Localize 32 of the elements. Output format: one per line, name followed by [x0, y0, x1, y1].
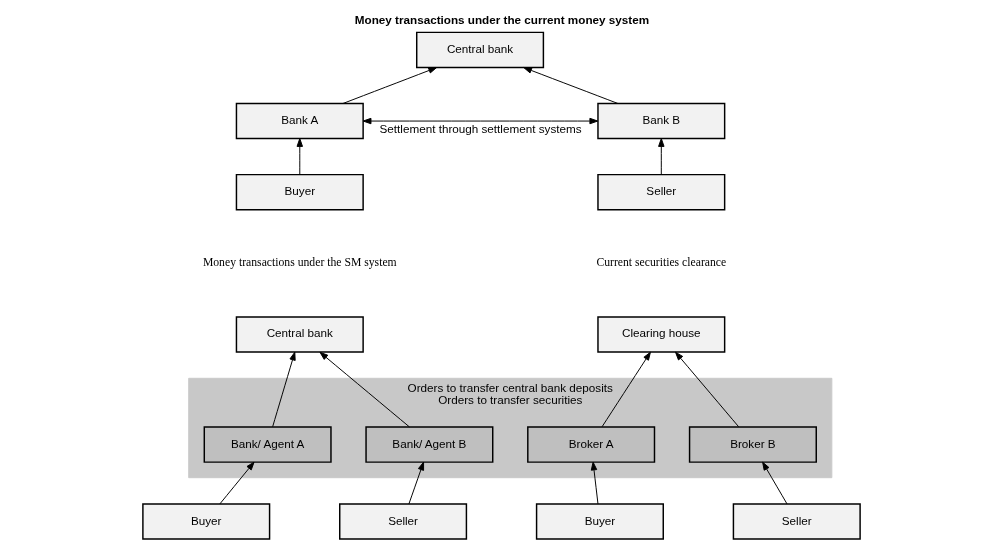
- node-box: Broker A: [527, 426, 656, 463]
- node-box: Bank/ Agent A: [203, 426, 332, 463]
- node-box: Broker B: [688, 426, 817, 463]
- node-box: Buyer: [535, 503, 664, 540]
- node-box: Central bank: [416, 31, 545, 69]
- arrow: [762, 461, 788, 505]
- arrow: [296, 138, 303, 175]
- edge-label: Settlement through settlement systems: [379, 122, 582, 136]
- node-box: Clearing house: [597, 316, 726, 353]
- arrow: [408, 461, 425, 505]
- diagram-title: Money transactions under the current money system: [354, 13, 650, 27]
- node-box: Seller: [339, 503, 468, 540]
- label: Current securities clearance: [596, 256, 727, 270]
- label: Money transactions under the SM system: [202, 256, 397, 270]
- node-box: Buyer: [235, 173, 364, 211]
- arrow: [675, 351, 740, 428]
- node-box: Bank/ Agent B: [365, 426, 494, 463]
- arrow: [362, 117, 599, 125]
- node-box: Bank A: [235, 102, 364, 140]
- arrow: [319, 351, 410, 428]
- node-box: Bank B: [597, 102, 726, 140]
- node-box: Seller: [732, 503, 861, 540]
- arrow: [272, 351, 296, 428]
- arrow: [658, 138, 665, 175]
- arrow: [590, 461, 599, 505]
- arrow: [342, 67, 438, 104]
- node-box: Seller: [597, 173, 726, 211]
- arrow: [219, 461, 255, 505]
- node-box: Central bank: [235, 316, 364, 353]
- node-box: Buyer: [142, 503, 271, 540]
- arrow: [601, 351, 651, 428]
- arrow: [523, 67, 619, 104]
